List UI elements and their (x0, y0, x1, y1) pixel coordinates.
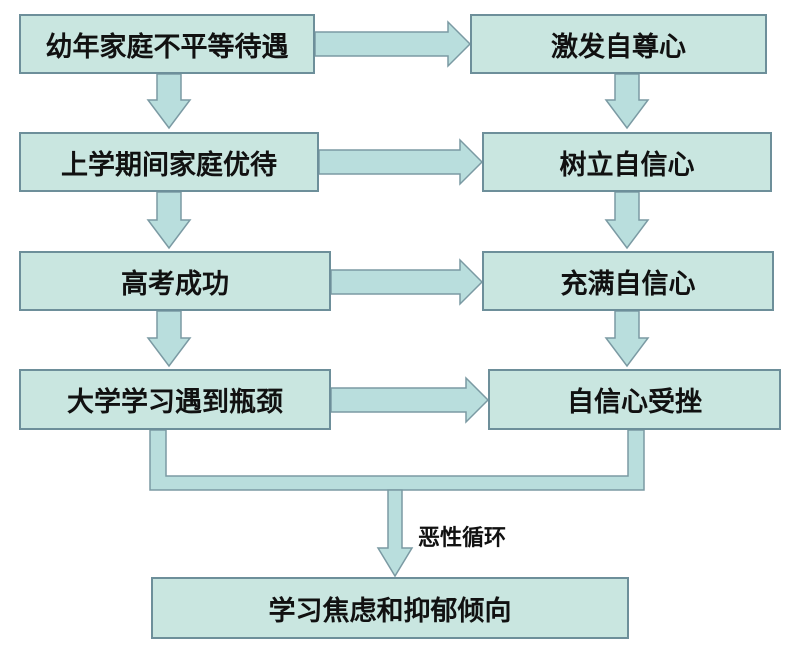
arrow-right-3 (330, 258, 484, 306)
arrow-down-right-3 (604, 310, 650, 368)
box-university-bottleneck: 大学学习遇到瓶颈 (19, 369, 331, 430)
cycle-label: 恶性循环 (418, 526, 507, 551)
arrow-right-1 (314, 20, 472, 68)
arrow-down-right-2 (604, 191, 650, 250)
arrow-down-cycle (376, 489, 414, 578)
arrow-down-right-1 (604, 73, 650, 130)
cycle-bracket (149, 429, 645, 491)
arrow-right-2 (318, 138, 484, 186)
arrow-right-4 (330, 376, 490, 424)
box-stimulate-self-esteem: 激发自尊心 (470, 14, 767, 74)
arrow-down-left-2 (146, 191, 192, 250)
box-school-family-favor: 上学期间家庭优待 (19, 132, 319, 192)
arrow-down-left-1 (146, 73, 192, 130)
box-exam-success: 高考成功 (19, 251, 331, 311)
box-childhood-unequal-treatment: 幼年家庭不平等待遇 (19, 14, 315, 74)
box-build-confidence: 树立自信心 (482, 132, 772, 192)
box-full-confidence: 充满自信心 (482, 251, 774, 311)
box-anxiety-depression: 学习焦虑和抑郁倾向 (151, 577, 629, 639)
arrow-down-left-3 (146, 310, 192, 368)
box-confidence-setback: 自信心受挫 (488, 369, 781, 430)
